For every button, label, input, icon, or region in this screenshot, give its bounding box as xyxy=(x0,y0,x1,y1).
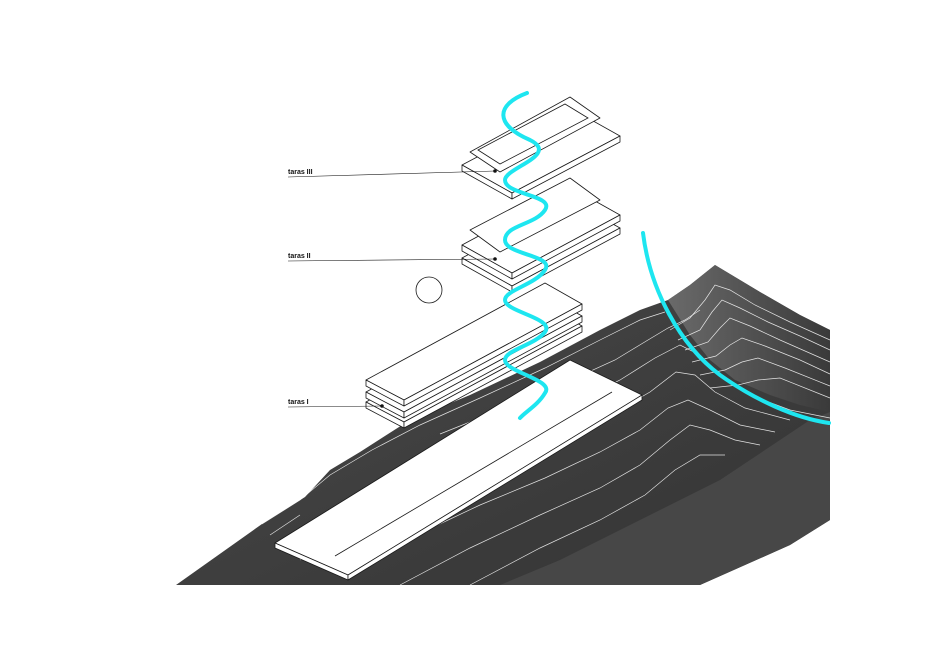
terrace-1-slabs xyxy=(365,282,583,429)
terrain-ridge xyxy=(668,265,830,412)
terrain-side-face xyxy=(500,412,830,585)
terrace-3-slabs xyxy=(461,96,621,200)
water-flow-line xyxy=(501,91,549,420)
terrain-arc-accent xyxy=(641,231,831,425)
label-terrace-2: taras II xyxy=(287,253,497,262)
label-text-terrace-1: taras I xyxy=(288,399,309,406)
ground-slab xyxy=(274,359,643,581)
label-terrace-3: taras III xyxy=(287,169,497,178)
label-text-terrace-3: taras III xyxy=(288,169,313,176)
label-terrace-1: taras I xyxy=(287,399,384,408)
label-text-terrace-2: taras II xyxy=(288,253,311,260)
sun-symbol xyxy=(415,276,443,304)
terrain-model xyxy=(176,265,831,586)
